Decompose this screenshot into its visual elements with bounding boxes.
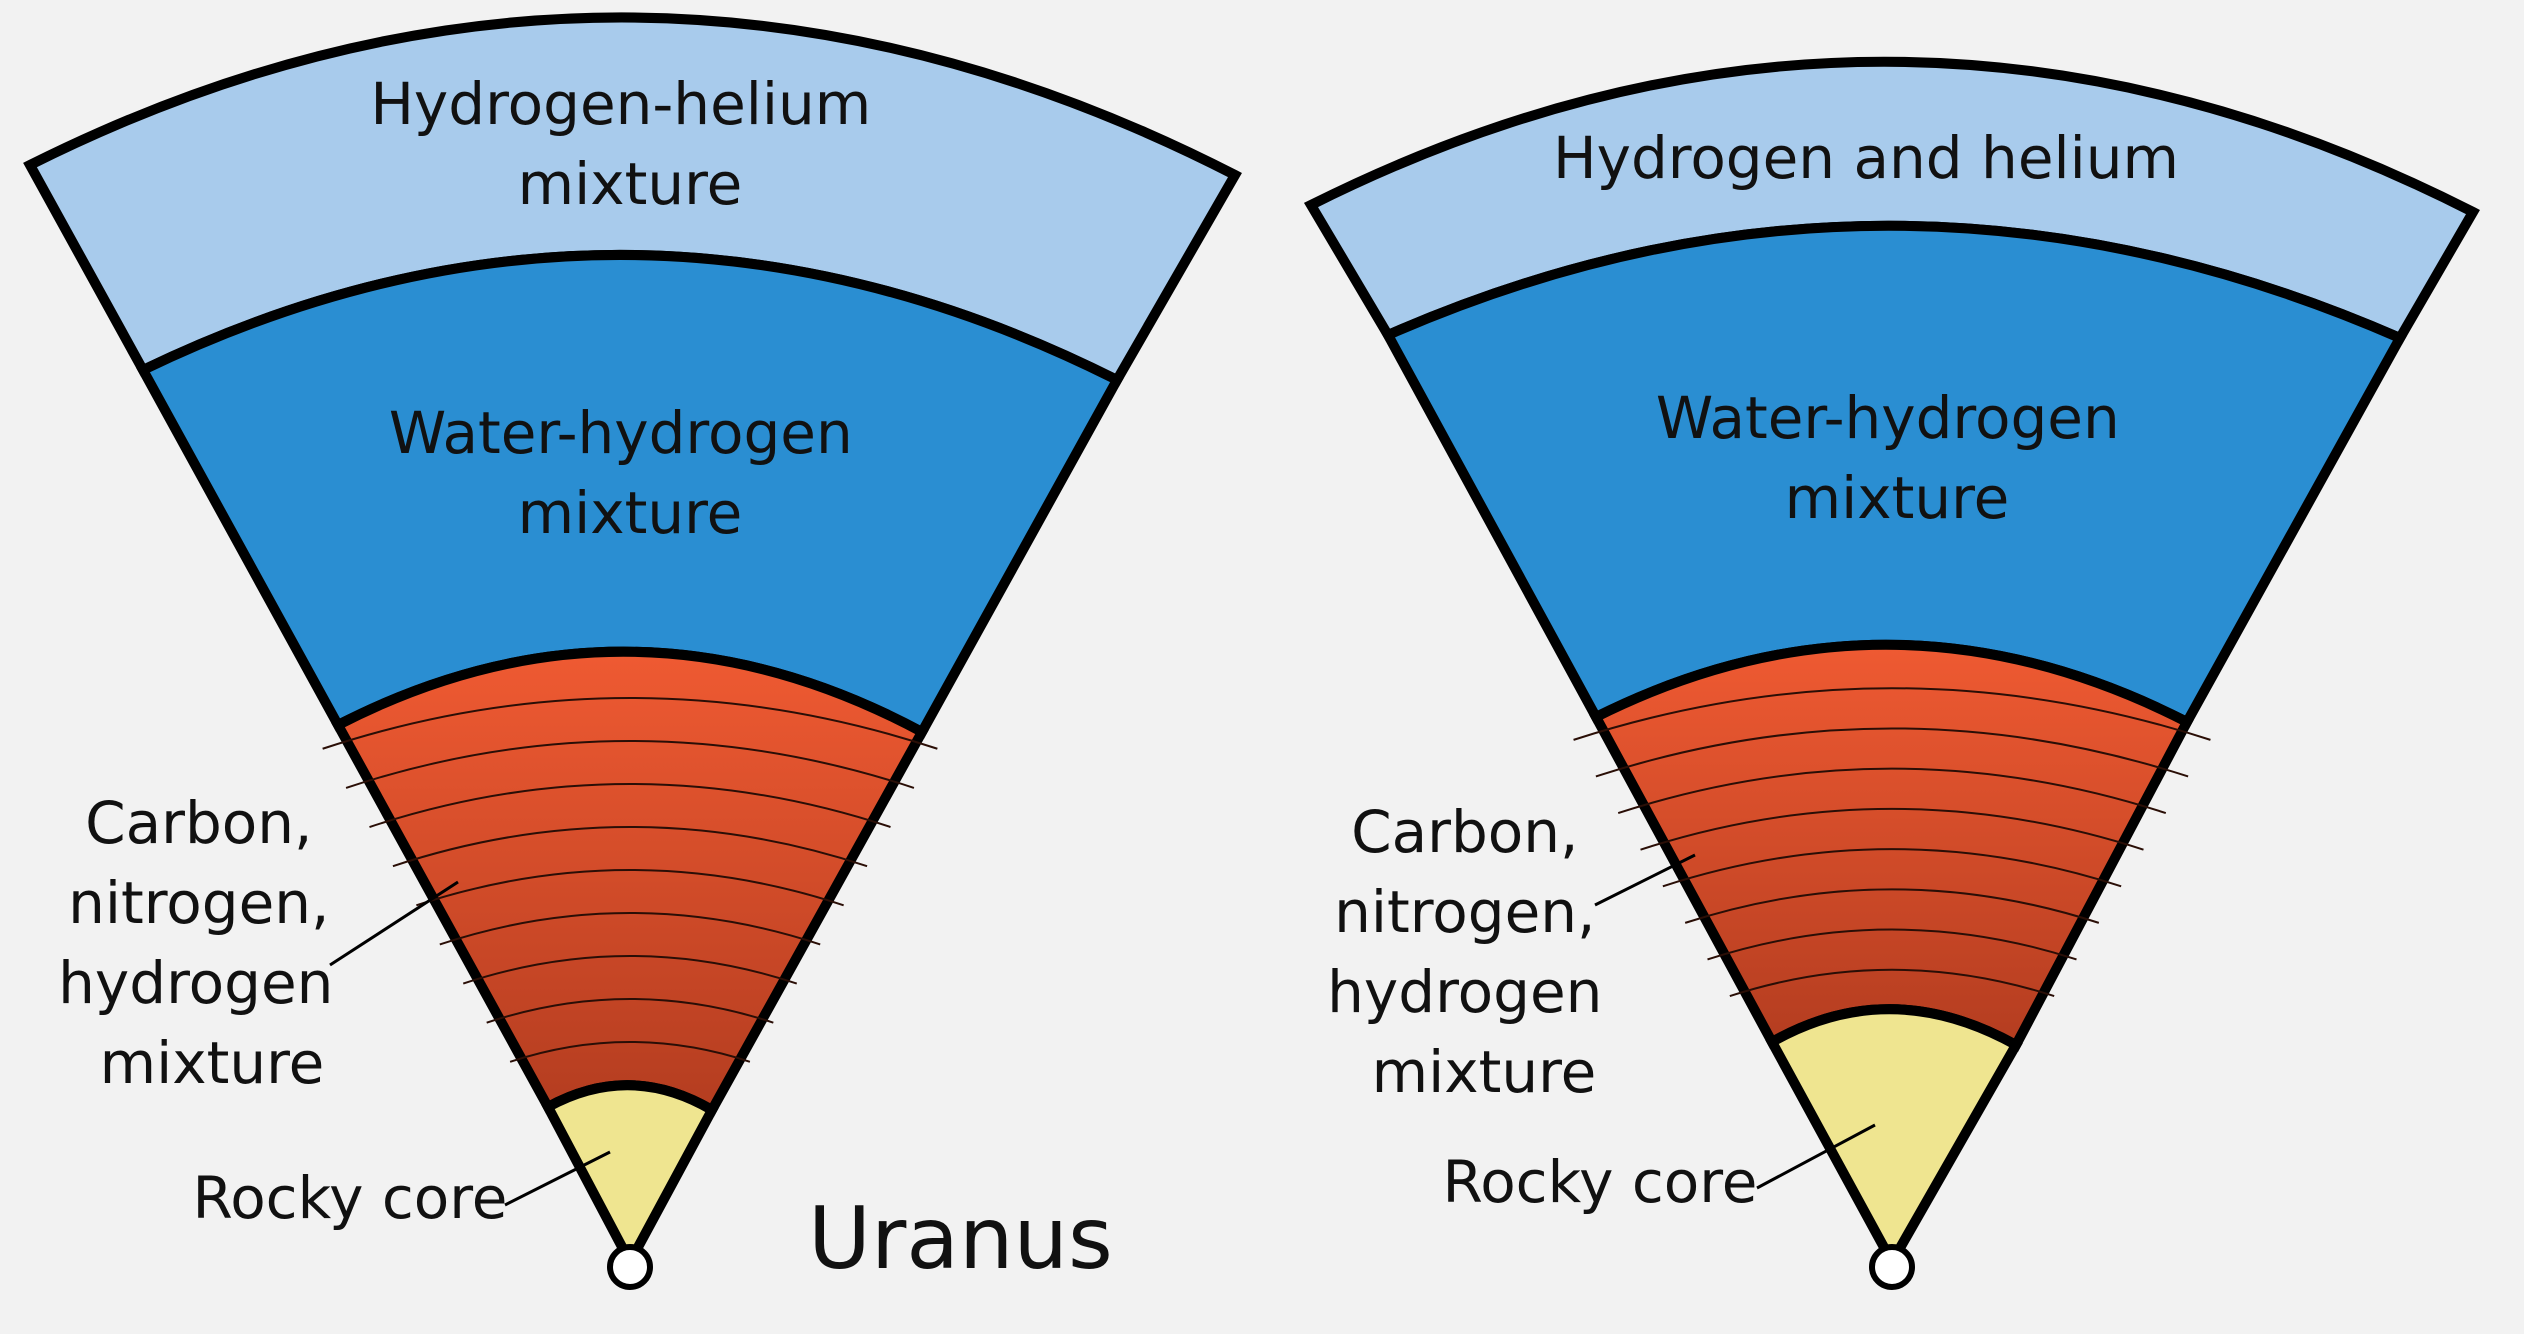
- mantle-band-line: [322, 697, 938, 750]
- right-water-label: Water-hydrogen mixture: [1656, 384, 2138, 532]
- right-mantle-bands: [1573, 687, 2211, 998]
- mantle-band-line: [1662, 848, 2122, 888]
- right-mantle-label: Carbon, nitrogen, hydrogen mixture: [1327, 798, 1621, 1106]
- right-mantle-leader: [1594, 853, 1696, 907]
- mantle-band-line: [1595, 727, 2189, 778]
- mantle-band-line: [1684, 888, 2100, 924]
- right-planet-wedge: [1303, 56, 2480, 1290]
- right-core-leader: [1756, 1123, 1876, 1190]
- right-rocky-core: [1765, 1004, 2023, 1273]
- mantle-band-line: [1617, 767, 2167, 815]
- left-center-point: [607, 1244, 653, 1290]
- mantle-band-line: [416, 869, 844, 907]
- mantle-band-line: [1640, 807, 2144, 851]
- planet-name-uranus: Uranus: [808, 1189, 1113, 1289]
- right-center-point: [1869, 1244, 1915, 1290]
- right-mantle-layer: [1589, 639, 2194, 1052]
- mantle-band-line: [462, 955, 798, 985]
- right-outer-label: Hydrogen and helium: [1553, 124, 2179, 192]
- left-rocky-core: [541, 1080, 719, 1273]
- mantle-band-line: [1729, 968, 2055, 998]
- mantle-band-line: [1573, 687, 2211, 741]
- left-mantle-label: Carbon, nitrogen, hydrogen mixture: [58, 789, 352, 1097]
- left-mantle-bands: [322, 697, 938, 1063]
- mantle-band-line: [509, 1041, 751, 1063]
- mantle-band-line: [486, 998, 774, 1024]
- mantle-band-line: [392, 826, 868, 868]
- left-water-label: Water-hydrogen mixture: [389, 399, 871, 547]
- left-core-leader: [504, 1150, 611, 1207]
- left-core-label: Rocky core: [193, 1164, 508, 1232]
- left-planet-wedge: [23, 12, 1242, 1290]
- mantle-band-line: [345, 740, 915, 789]
- left-mantle-leader: [329, 880, 459, 967]
- mantle-band-line: [439, 912, 821, 946]
- left-outer-label: Hydrogen-helium mixture: [370, 70, 889, 218]
- mantle-band-line: [1707, 928, 2077, 961]
- right-core-label: Rocky core: [1443, 1148, 1758, 1216]
- mantle-band-line: [369, 783, 891, 828]
